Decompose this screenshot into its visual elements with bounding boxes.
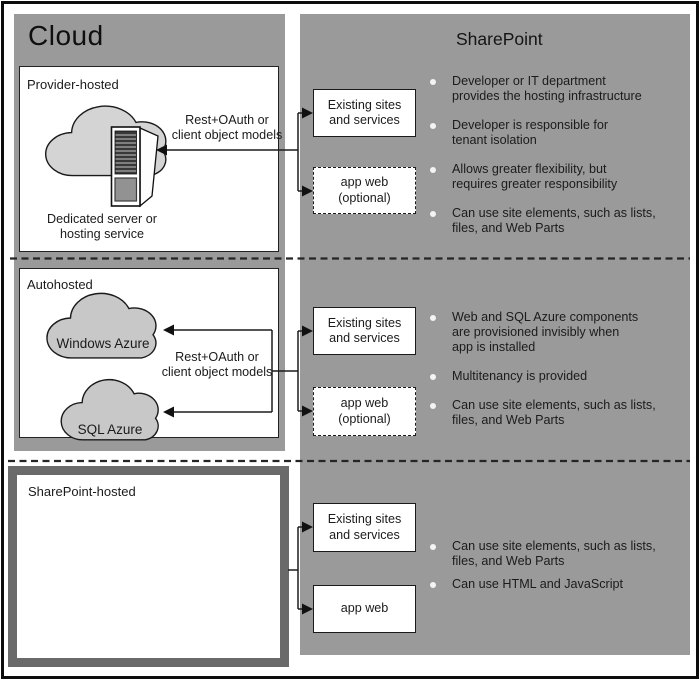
bullet-item: Allows greater flexibility, but requires… [430, 162, 678, 192]
bullet-text: Can use site elements, such as lists, fi… [452, 206, 656, 235]
server-caption: Dedicated server or hosting service [47, 212, 157, 241]
bullet-item: Can use site elements, such as lists, fi… [430, 398, 678, 428]
bullet-item: Web and SQL Azure components are provisi… [430, 310, 678, 355]
app-web-label: app web (optional) [338, 175, 391, 205]
bullet-list-sphosted: Can use site elements, such as lists, fi… [430, 539, 678, 600]
existing-sites-box-provider: Existing sites and services [313, 89, 416, 137]
bullet-text: Can use site elements, such as lists, fi… [452, 539, 656, 568]
cloud-panel-title: Cloud [28, 20, 104, 51]
app-web-label: app web [340, 601, 389, 616]
bullet-dot-icon [430, 402, 436, 409]
bullet-list-provider: Developer or IT department provides the … [430, 74, 678, 250]
autohosted-label: Autohosted [27, 277, 93, 292]
app-web-box-provider: app web (optional) [313, 167, 416, 214]
existing-sites-box-autohosted: Existing sites and services [313, 307, 416, 355]
bullet-text: Web and SQL Azure components are provisi… [452, 310, 639, 354]
bullet-text: Can use HTML and JavaScript [452, 577, 624, 591]
bullet-item: Multitenancy is provided [430, 369, 678, 384]
app-web-box-sphosted: app web [313, 585, 416, 633]
bullet-dot-icon [430, 314, 436, 321]
bullet-text: Developer or IT department provides the … [452, 74, 642, 103]
provider-hosted-label: Provider-hosted [27, 77, 119, 92]
bullet-item: Can use site elements, such as lists, fi… [430, 206, 678, 236]
bullet-text: Can use site elements, such as lists, fi… [452, 398, 656, 427]
app-web-label: app web (optional) [338, 396, 391, 426]
existing-sites-label: Existing sites and services [327, 512, 402, 542]
sharepoint-hosted-label: SharePoint-hosted [28, 484, 136, 499]
bullet-dot-icon [430, 166, 436, 173]
sharepoint-hosted-box [8, 466, 289, 667]
bullet-text: Allows greater flexibility, but requires… [452, 162, 618, 191]
provider-connector-label: Rest+OAuth or client object models [171, 113, 283, 142]
bullet-text: Multitenancy is provided [452, 369, 588, 383]
bullet-item: Can use site elements, such as lists, fi… [430, 539, 678, 569]
sql-azure-label: SQL Azure [77, 422, 143, 437]
bullet-item: Developer or IT department provides the … [430, 74, 678, 104]
bullet-dot-icon [430, 373, 436, 380]
bullet-dot-icon [430, 122, 436, 129]
windows-azure-label: Windows Azure [56, 336, 150, 351]
sharepoint-panel-title: SharePoint [456, 29, 543, 49]
bullet-dot-icon [430, 543, 436, 550]
bullet-list-autohosted: Web and SQL Azure components are provisi… [430, 310, 678, 442]
bullet-text: Developer is responsible for tenant isol… [452, 118, 609, 147]
app-web-box-autohosted: app web (optional) [313, 387, 416, 436]
bullet-dot-icon [430, 581, 436, 588]
autohosted-connector-label: Rest+OAuth or client object models [161, 350, 273, 379]
existing-sites-label: Existing sites and services [327, 315, 402, 346]
existing-sites-label: Existing sites and services [327, 97, 402, 128]
bullet-item: Can use HTML and JavaScript [430, 577, 678, 592]
bullet-dot-icon [430, 210, 436, 217]
bullet-dot-icon [430, 78, 436, 85]
bullet-item: Developer is responsible for tenant isol… [430, 118, 678, 148]
existing-sites-box-sphosted: Existing sites and services [313, 503, 416, 552]
